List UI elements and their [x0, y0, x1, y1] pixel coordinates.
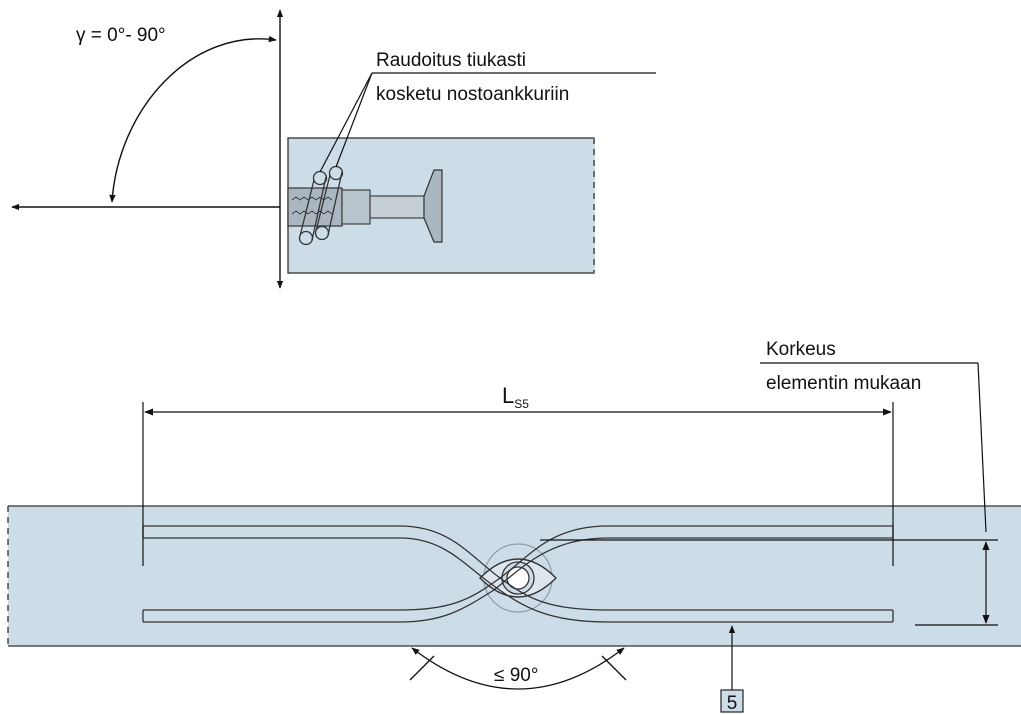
rebar-bars — [142, 525, 894, 623]
anchor-head — [423, 169, 443, 243]
angle-arc — [109, 35, 277, 203]
bend-angle — [409, 647, 627, 690]
length-label-main: L — [502, 383, 514, 408]
anchor-shaft — [369, 195, 425, 219]
angle-label: γ = 0°- 90° — [76, 25, 166, 46]
bottom-view: LS5 Korkeus elementin mukaan ≤ 90° 5 — [7, 339, 1021, 714]
item-number-badge — [720, 689, 744, 713]
height-dimension — [540, 362, 998, 626]
rebar-leader — [319, 72, 656, 173]
rebar-label-line2: kosketu nostoankkuriin — [376, 84, 569, 105]
top-view: γ = 0°- 90° Raudoitus tiukasti kosketu n… — [11, 9, 656, 289]
socket-thread — [291, 196, 333, 215]
length-dimension — [142, 402, 894, 566]
bend-angle-label: ≤ 90° — [494, 665, 538, 686]
height-label-line2: elementin mukaan — [766, 373, 921, 394]
rebar-label-line1: Raudoitus tiukasti — [376, 50, 526, 71]
socket-collar — [341, 189, 371, 225]
height-label-line1: Korkeus — [766, 339, 836, 360]
anchor-core — [506, 566, 530, 590]
length-label: LS5 — [502, 383, 529, 411]
length-label-subscript: S5 — [514, 397, 529, 411]
item-number: 5 — [727, 693, 738, 714]
